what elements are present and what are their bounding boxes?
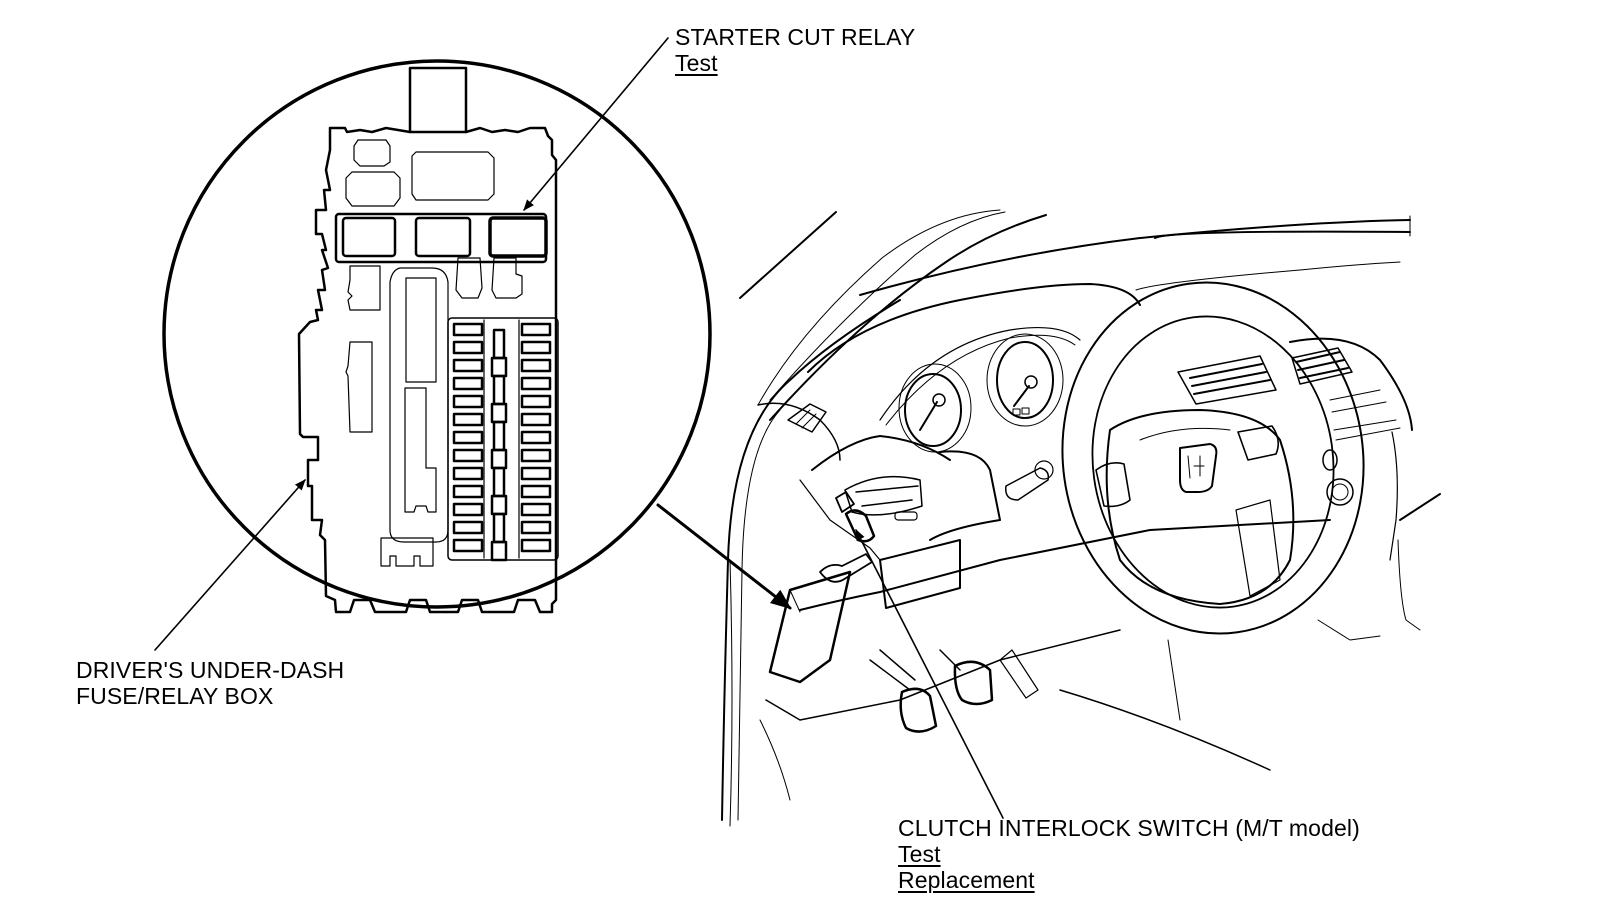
clutch-pedal <box>869 649 938 733</box>
clutch-interlock-switch-replacement-link[interactable]: Replacement <box>898 867 1035 893</box>
fuse-left-3 <box>452 358 484 373</box>
fuse-left-12 <box>452 520 484 535</box>
fuse-left-6 <box>452 412 484 427</box>
fuse-mid-a-3 <box>492 420 506 452</box>
starter-cut-relay-callout: STARTER CUT RELAY Test <box>675 24 915 76</box>
fuse-right-4 <box>520 376 552 391</box>
fuse-right-13 <box>520 538 552 553</box>
clutch-interlock-switch-callout: CLUTCH INTERLOCK SWITCH (M/T model) Test… <box>898 815 1360 893</box>
fuse-right-12 <box>520 520 552 535</box>
fuse-right-1 <box>520 322 552 337</box>
fuse-mid-b-4 <box>490 494 508 516</box>
fuse-relay-box-title-line2: FUSE/RELAY BOX <box>76 683 274 709</box>
fuse-mid-b-2 <box>490 402 508 424</box>
fuse-right-7 <box>520 430 552 445</box>
fuse-mid-b-3 <box>490 448 508 470</box>
tachometer-gauge <box>898 363 972 453</box>
accelerator-pedal <box>999 649 1039 699</box>
side-air-vent-right <box>1291 347 1353 385</box>
magnified-view-circle <box>162 59 712 609</box>
leader-magnify-arrow <box>656 503 792 610</box>
fuse-column-left <box>452 322 484 553</box>
fuse-column-right <box>520 322 552 553</box>
fuse-mid-a-5 <box>492 512 506 544</box>
leader-starter-cut-relay <box>523 37 669 211</box>
fuse-left-4 <box>452 376 484 391</box>
fuse-right-8 <box>520 448 552 463</box>
fuse-column-middle <box>490 328 508 562</box>
fuse-mid-b-5 <box>490 540 508 562</box>
leader-clutch-interlock-switch <box>855 529 1004 819</box>
fuse-right-3 <box>520 358 552 373</box>
fuse-mid-a-4 <box>492 466 506 498</box>
fuse-mid-a-2 <box>492 374 506 406</box>
starter-cut-relay-title: STARTER CUT RELAY <box>675 24 916 50</box>
fuse-relay-box-callout: DRIVER'S UNDER-DASH FUSE/RELAY BOX <box>76 657 344 709</box>
speedometer-gauge <box>986 333 1064 427</box>
fuse-right-9 <box>520 466 552 481</box>
fuse-left-10 <box>452 484 484 499</box>
fuse-relay-box <box>297 66 559 614</box>
steering-wheel <box>1061 281 1365 635</box>
fuse-left-11 <box>452 502 484 517</box>
starter-cut-relay-test-link[interactable]: Test <box>675 50 718 76</box>
fuse-left-1 <box>452 322 484 337</box>
fuse-left-2 <box>452 340 484 355</box>
fuse-left-7 <box>452 430 484 445</box>
starter-cut-relay <box>488 216 548 258</box>
center-air-vent <box>1177 355 1277 405</box>
fuse-right-10 <box>520 484 552 499</box>
fuse-right-6 <box>520 412 552 427</box>
fuse-left-8 <box>452 448 484 463</box>
fuse-right-11 <box>520 502 552 517</box>
fuse-left-5 <box>452 394 484 409</box>
fuse-right-5 <box>520 394 552 409</box>
clutch-interlock-switch-title: CLUTCH INTERLOCK SWITCH (M/T model) <box>898 815 1360 841</box>
clutch-interlock-switch-test-link[interactable]: Test <box>898 841 941 867</box>
brake-pedal <box>939 649 994 706</box>
leader-fuse-relay-box <box>154 479 306 651</box>
fuse-mid-b-1 <box>490 356 508 378</box>
fuse-left-13 <box>452 538 484 553</box>
fuse-right-2 <box>520 340 552 355</box>
dashboard-illustration <box>721 209 1441 827</box>
fuse-mid-a-1 <box>492 328 506 360</box>
fuse-left-9 <box>452 466 484 481</box>
fuse-relay-box-title-line1: DRIVER'S UNDER-DASH <box>76 657 345 683</box>
relay-middle <box>414 216 472 258</box>
